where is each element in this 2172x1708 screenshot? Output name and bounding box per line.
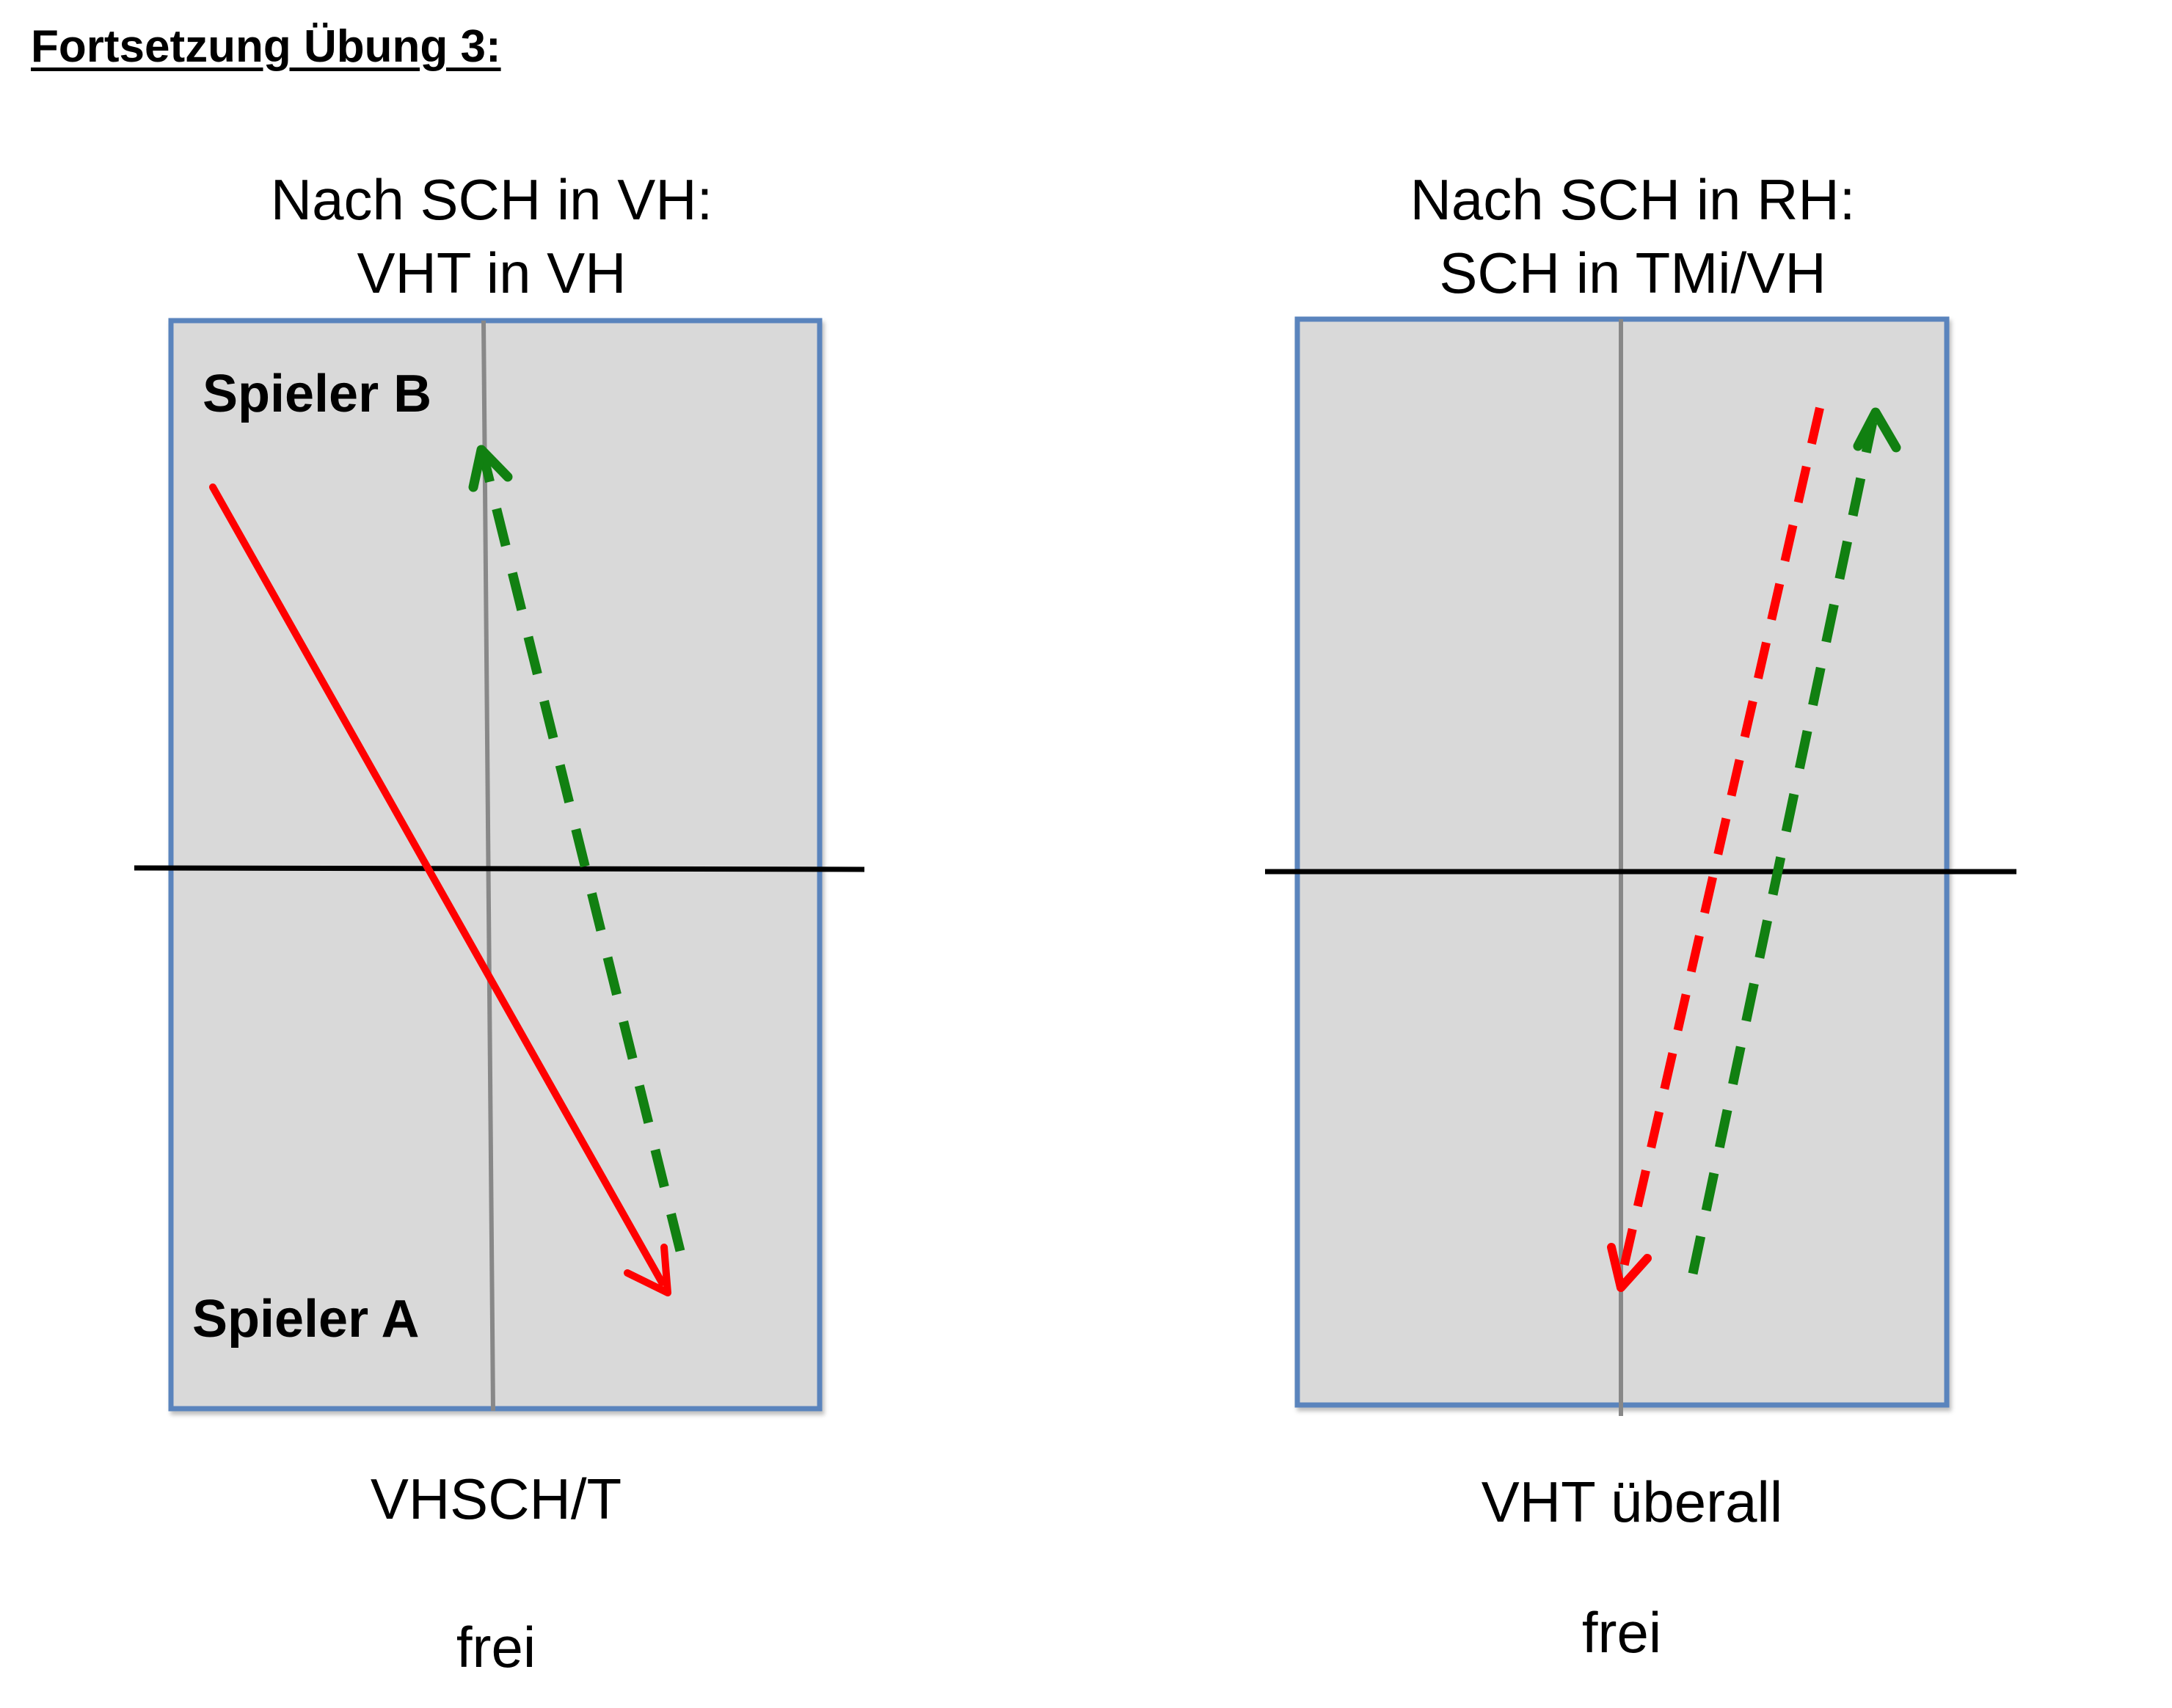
left-red-arrow-shaft <box>209 483 666 1286</box>
left-caption-stroke: VHSCH/T <box>370 1467 622 1531</box>
left-green-arrow-head <box>468 445 513 492</box>
right-green-dashed-arrow-shaft <box>1688 420 1878 1275</box>
left-title-line1: Nach SCH in VH: <box>270 167 713 232</box>
right-title-line1: Nach SCH in RH: <box>1410 167 1856 232</box>
left-caption-free: frei <box>456 1615 536 1679</box>
left-table: Spieler B Spieler A <box>134 318 865 1412</box>
left-red-arrow-head <box>624 1244 671 1296</box>
player-a-label: Spieler A <box>192 1290 419 1348</box>
player-b-label: Spieler B <box>203 365 431 423</box>
left-green-dashed-arrow-shaft <box>478 452 685 1252</box>
right-table <box>1265 316 2016 1416</box>
exercise-heading: Fortsetzung Übung 3: <box>31 21 501 72</box>
right-red-arrow-head <box>1607 1243 1652 1292</box>
right-caption-free: frei <box>1581 1600 1662 1665</box>
right-red-dashed-arrow-shaft <box>1617 406 1824 1278</box>
left-diagram-title: Nach SCH in VH: VHT in VH <box>125 163 859 310</box>
left-title-line2: VHT in VH <box>357 241 627 305</box>
right-caption-stroke: VHT überall <box>1481 1470 1783 1534</box>
right-diagram-title: Nach SCH in RH: SCH in TMi/VH <box>1266 163 2000 310</box>
left-table-surface <box>168 318 823 1412</box>
right-green-arrow-head <box>1853 407 1901 453</box>
left-net-line <box>134 865 865 872</box>
right-title-line2: SCH in TMi/VH <box>1439 241 1826 305</box>
left-center-line <box>481 320 495 1412</box>
